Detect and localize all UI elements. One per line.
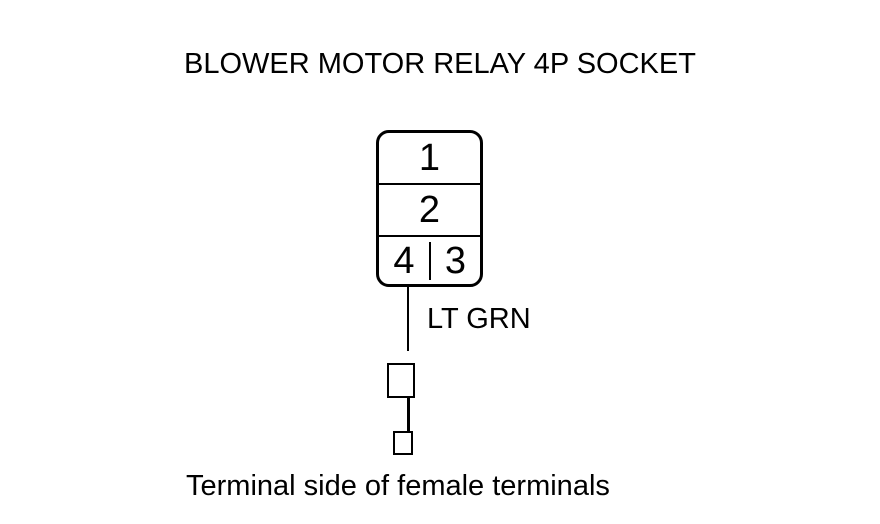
socket-bottom-row: 4 3: [379, 237, 480, 284]
page-title: BLOWER MOTOR RELAY 4P SOCKET: [184, 48, 696, 80]
female-terminal-connector-large: [387, 363, 415, 398]
diagram-caption: Terminal side of female terminals: [186, 470, 610, 502]
pin-3-label: 3: [444, 239, 467, 282]
wire-segment-lower: [407, 398, 410, 433]
socket-pin-3-cell: 3: [431, 242, 480, 280]
female-terminal-connector-small: [393, 431, 413, 455]
wire-color-label: LT GRN: [427, 303, 531, 335]
pin-1-label: 1: [418, 137, 441, 179]
wire-segment-upper: [407, 287, 409, 351]
pin-2-label: 2: [418, 189, 441, 231]
relay-4p-socket: 1 2 4 3: [376, 130, 483, 287]
socket-pin-2-cell: 2: [379, 185, 480, 237]
pin-4-label: 4: [393, 239, 415, 282]
socket-pin-4-cell: 4: [379, 239, 431, 282]
socket-pin-1-cell: 1: [379, 133, 480, 185]
